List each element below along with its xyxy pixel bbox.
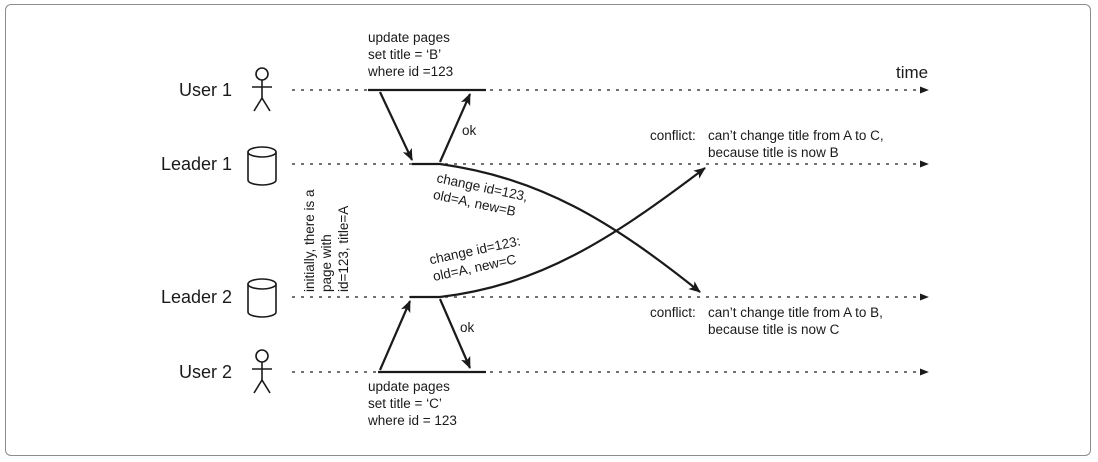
user1-query: update pages set title = ‘B’ where id =1… [367,30,453,79]
actor-label-user1: User 1 [179,80,232,100]
initial-note-line-1: initially, there is a [302,189,317,292]
conflict-leader1-line-2: because title is now B [708,145,839,160]
actor-label-user2: User 2 [179,362,232,382]
user1-query-line-1: update pages [368,30,450,45]
initial-note-line-2: page with [319,234,334,292]
user2-request-arrow [378,300,412,371]
initial-state-note: initially, there is a page with id=123, … [302,189,351,292]
user2-write-flow [378,295,486,374]
leader2-ok-arrow [438,298,472,369]
leader2-database-icon [247,278,277,318]
initial-note-line-3: id=123, title=A [336,206,351,292]
diagram-frame [5,4,1091,456]
user1-query-line-3: where id =123 [367,64,453,79]
replication-arrow-leader2-to-leader1 [439,167,706,299]
conflict-note-leader1: conflict: can’t change title from A to C… [650,128,884,160]
user1-query-line-2: set title = ‘B’ [368,47,441,62]
conflict-prefix-leader1: conflict: [650,128,696,143]
user2-person-icon [252,349,272,394]
time-axis-label: time [896,63,928,82]
timelines [292,86,929,376]
actor-label-leader2: Leader 2 [161,287,232,307]
user2-query-line-1: update pages [368,379,450,394]
leader1-ok-arrow [438,93,472,163]
conflict-leader2-line-2: because title is now C [708,322,840,337]
actor-label-leader1: Leader 1 [161,154,232,174]
change-label-leader1: change id=123, old=A, new=B [432,170,529,219]
user2-query: update pages set title = ‘C’ where id = … [367,379,457,428]
conflict-note-leader2: conflict: can’t change title from A to B… [650,305,883,337]
conflict-leader1-line-1: can’t change title from A to C, [708,128,884,143]
user1-person-icon [252,67,272,112]
user1-request-arrow [379,91,413,161]
conflict-leader2-line-1: can’t change title from A to B, [708,305,883,320]
replication-arrows [439,162,706,299]
replication-arrow-leader1-to-leader2 [439,162,701,293]
user1-write-flow [368,88,486,166]
leader1-database-icon [247,146,277,186]
user2-query-line-3: where id = 123 [367,413,457,428]
change-label-leader2: change id=123: old=A, new=C [428,233,522,284]
user2-query-line-2: set title = ‘C’ [368,396,442,411]
ok-label-leader1: ok [462,123,477,138]
ok-label-leader2: ok [460,320,475,335]
conflict-prefix-leader2: conflict: [650,305,696,320]
